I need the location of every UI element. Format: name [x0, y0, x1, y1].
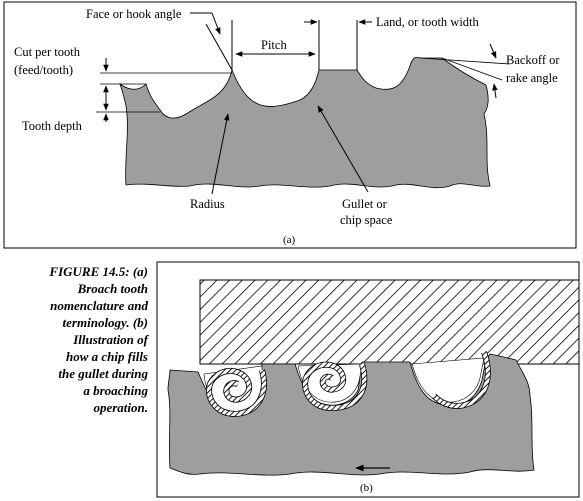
radius-leader — [211, 113, 230, 195]
chip-3 — [431, 350, 491, 410]
face-leader-down — [211, 12, 221, 35]
caption-line: FIGURE 14.5: (a) — [48, 264, 148, 279]
backoff-line-2 — [441, 57, 503, 81]
caption-line: the gullet during — [58, 366, 148, 381]
backoff-arrow-top — [489, 43, 497, 59]
caption-line: Broach tooth — [77, 281, 148, 296]
gullet-leader — [317, 105, 369, 193]
backoff-line — [419, 57, 511, 65]
caption-line: operation. — [93, 400, 148, 415]
panel-b-sublabel: (b) — [360, 482, 373, 494]
panel-a: Face or hook angle Pitch Land, or tooth … — [3, 1, 577, 249]
panel-b: (b) — [156, 261, 580, 498]
feed-per-tooth-label: (feed/tooth) — [14, 63, 73, 77]
chip-1 — [206, 367, 267, 418]
workpiece — [199, 279, 580, 365]
caption-line: how a chip fills — [66, 349, 148, 364]
panel-a-frame — [3, 1, 577, 249]
backoff-label: Backoff or — [506, 53, 560, 67]
panel-b-frame — [156, 261, 580, 498]
caption-line: nomenclature and — [50, 298, 148, 313]
figure-caption: FIGURE 14.5: (a) Broach tooth nomenclatu… — [48, 264, 149, 415]
cut-per-tooth-label: Cut per tooth — [14, 45, 81, 59]
chip-2 — [302, 361, 368, 412]
caption-line: Illustration of — [72, 332, 149, 347]
backoff-arrow-bot — [492, 83, 498, 99]
caption-line: a broaching — [83, 383, 148, 398]
land-label: Land, or tooth width — [376, 15, 480, 29]
face-angle-label: Face or hook angle — [86, 7, 182, 21]
rake-angle-label: rake angle — [506, 71, 558, 85]
caption-line: terminology. (b) — [63, 315, 148, 330]
gullet-label: Gullet or — [342, 197, 388, 211]
tooth-depth-label: Tooth depth — [22, 119, 83, 133]
chip-space-label: chip space — [340, 213, 393, 227]
broach-tool-body-b — [167, 353, 535, 476]
radius-label: Radius — [190, 197, 225, 211]
face-angle-line — [205, 23, 233, 71]
broach-tool-body — [119, 56, 491, 189]
pitch-label: Pitch — [261, 38, 287, 52]
panel-a-sublabel: (a) — [283, 234, 296, 246]
